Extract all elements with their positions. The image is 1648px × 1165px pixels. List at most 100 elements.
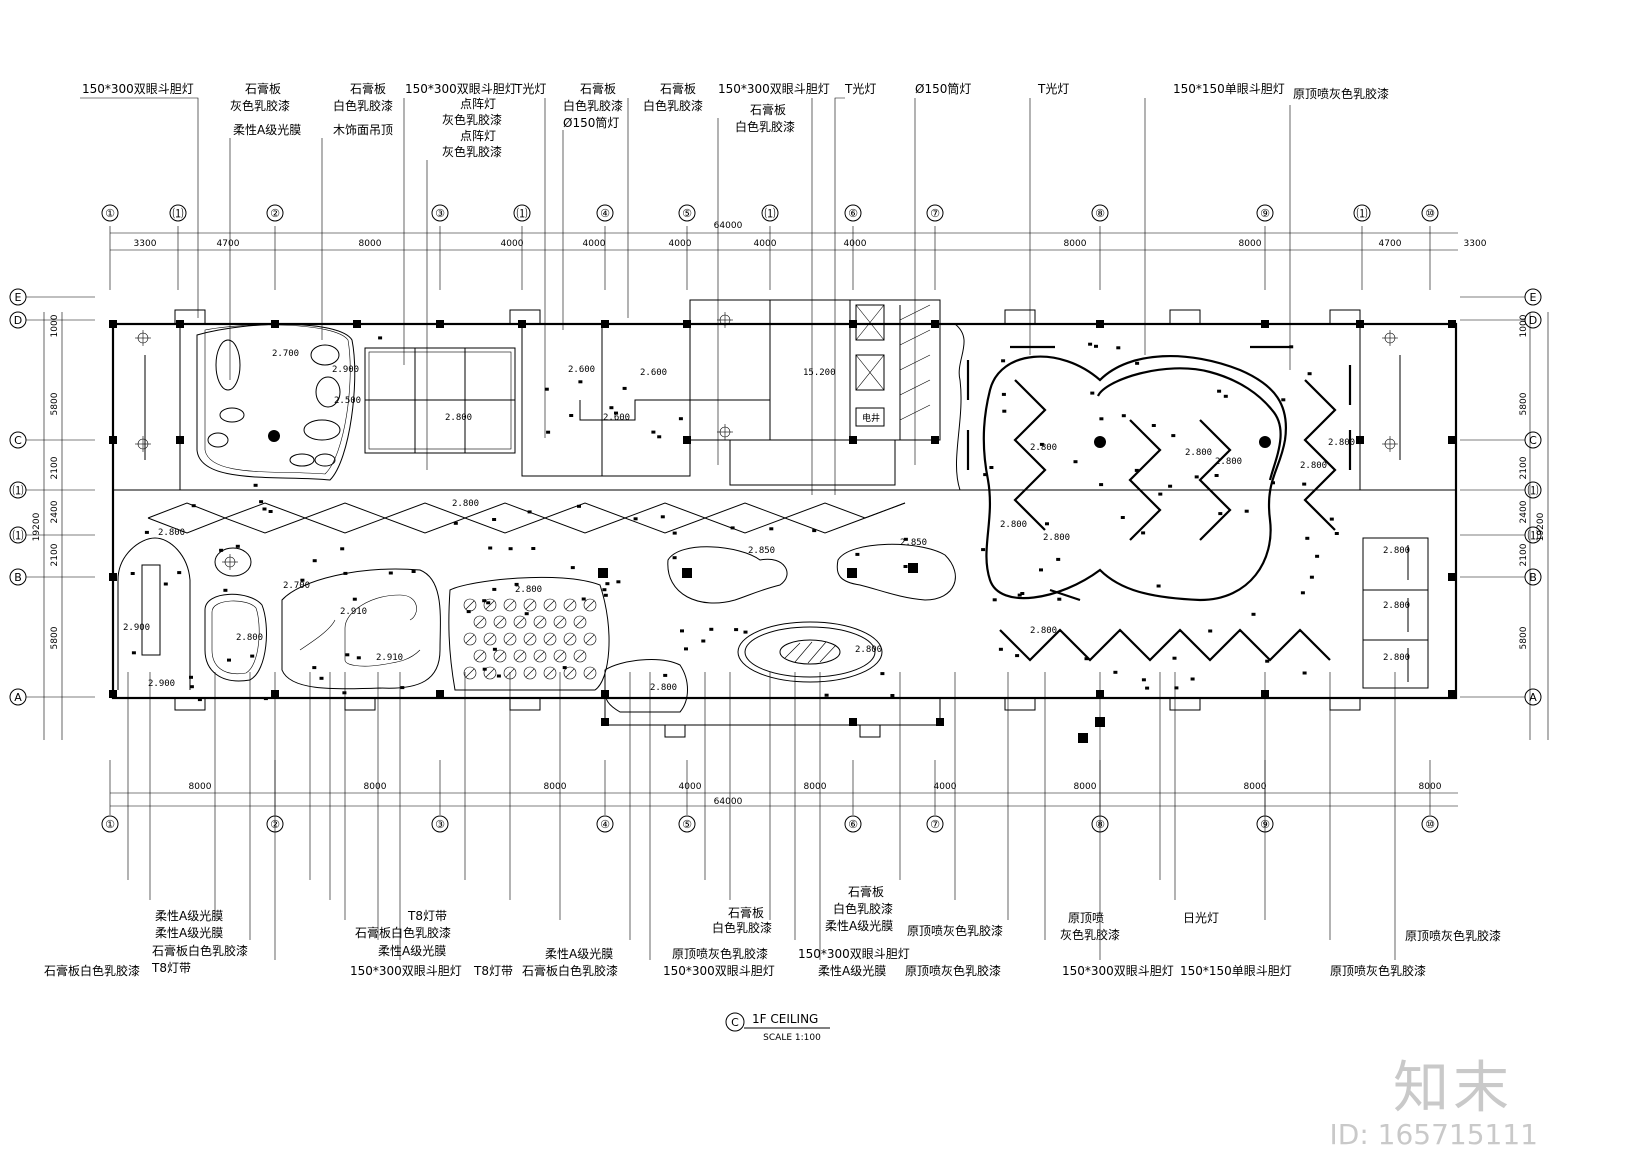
callout-text: 150*300双眼斗胆灯 <box>663 964 775 978</box>
perforation <box>543 666 557 680</box>
grid-bubble <box>926 815 944 833</box>
grid-label: D <box>1529 314 1537 327</box>
perforation <box>543 598 557 612</box>
spot-light <box>1001 392 1006 396</box>
spot-light <box>651 430 656 434</box>
spot-light <box>672 531 677 535</box>
spot-light <box>312 559 317 563</box>
spot-light <box>352 597 357 601</box>
grid-bubbles-right: EDC⑴⑴BA <box>1524 288 1542 706</box>
elev-label: 2.800 <box>1030 626 1057 636</box>
spot-light <box>263 697 268 701</box>
grid-label: ② <box>270 207 280 220</box>
spot-light <box>1099 417 1104 421</box>
spot-light <box>1244 509 1249 513</box>
grid-ceiling-panels <box>364 347 516 454</box>
callout-text: 原顶喷灰色乳胶漆 <box>1293 86 1389 101</box>
elev-label: 2.910 <box>376 653 403 663</box>
elev-label: 2.800 <box>1328 438 1355 448</box>
callout-text: 点阵灯 <box>460 97 496 111</box>
elev-label: 2.500 <box>334 396 361 406</box>
spot-light <box>633 517 638 521</box>
spot-light <box>992 598 997 602</box>
diamond-band <box>147 502 906 534</box>
perforation <box>563 632 577 646</box>
grid-bubble <box>1421 204 1439 222</box>
spot-light <box>488 546 493 550</box>
grid-bubble <box>1524 311 1542 329</box>
callout-text: 柔性A级光膜 <box>155 926 223 940</box>
spot-light <box>812 529 817 533</box>
spot-light <box>227 658 231 662</box>
grid-bubble <box>513 204 531 222</box>
grid-label: ⑴ <box>13 484 24 497</box>
grid-label: ⑤ <box>682 207 692 220</box>
dim-top-11: 4700 <box>1379 239 1402 249</box>
grid-bubble <box>1524 568 1542 586</box>
grid-bubbles-left: EDC⑴⑴BA <box>9 288 27 706</box>
overall-width-top: 64000 <box>714 221 743 231</box>
grid-label: ⑴ <box>1357 207 1368 220</box>
dim-top-2: 4700 <box>217 239 240 249</box>
callout-text: 原顶喷灰色乳胶漆 <box>672 946 768 961</box>
leader-line <box>834 97 845 495</box>
spot-light <box>678 417 683 421</box>
spot-light <box>345 653 350 657</box>
grid-label: ⑦ <box>930 207 940 220</box>
elev-label: 2.800 <box>236 633 263 643</box>
spot-light <box>1271 481 1275 485</box>
spot-light <box>1194 475 1199 479</box>
perforation <box>483 632 497 646</box>
callout-text: 点阵灯 <box>460 129 496 143</box>
dim-side-l-5: 2100 <box>50 543 60 566</box>
grid-bubble <box>1524 481 1542 499</box>
callout-text: 石膏板白色乳胶漆 <box>355 925 451 940</box>
spot-light <box>1116 346 1121 350</box>
spot-light <box>1217 389 1222 393</box>
callout-text: T光灯 <box>1037 82 1069 96</box>
column <box>109 690 117 698</box>
spot-light <box>1251 612 1256 616</box>
callout-text: T8灯带 <box>151 961 191 975</box>
structural-columns <box>109 320 1456 726</box>
right-hall <box>954 323 1457 689</box>
callout-text: 石膏板 <box>750 102 786 117</box>
elev-label: 2.800 <box>445 413 472 423</box>
spot-light <box>998 647 1003 651</box>
perforation <box>493 615 507 629</box>
perforation <box>533 649 547 663</box>
spot-light <box>130 572 135 575</box>
spot-light <box>466 610 471 614</box>
dim-side-r-1: 1000 <box>1519 314 1529 337</box>
grid-bubble <box>169 204 187 222</box>
spot-light <box>1302 671 1307 675</box>
callout-text: 150*300双眼斗胆灯 <box>350 964 462 978</box>
spot-light <box>743 630 748 634</box>
elev-label: 2.900 <box>148 679 175 689</box>
dimension-texts: 64000 3300 4700 8000 4000 4000 4000 4000… <box>32 221 1546 807</box>
elev-label: 2.800 <box>1300 461 1327 471</box>
spot-light <box>981 548 986 552</box>
grid-label: A <box>1529 691 1537 704</box>
spot-light <box>709 627 714 631</box>
center-rooms: 电井 <box>521 299 941 486</box>
callout-text: 原顶喷灰色乳胶漆 <box>1405 928 1501 943</box>
grid-label: ① <box>105 818 115 831</box>
grid-label: ⑴ <box>1528 529 1539 542</box>
spot-light <box>1289 345 1294 349</box>
callout-text: 灰色乳胶漆 <box>230 98 290 113</box>
spot-light <box>400 686 405 690</box>
spot-light <box>903 565 908 568</box>
spot-light <box>482 599 487 603</box>
dim-side-l-6: 5800 <box>50 626 60 649</box>
grid-bubble <box>9 288 27 306</box>
grid-label: ⑩ <box>1425 818 1435 831</box>
grid-bubble <box>678 204 696 222</box>
callout-text: T8灯带 <box>407 909 447 923</box>
dim-side-r-6: 5800 <box>1519 626 1529 649</box>
spot-light <box>680 629 684 633</box>
column <box>849 718 857 726</box>
dimension-lines <box>43 232 1549 807</box>
elev-label: 2.800 <box>650 683 677 693</box>
perforation <box>523 632 537 646</box>
